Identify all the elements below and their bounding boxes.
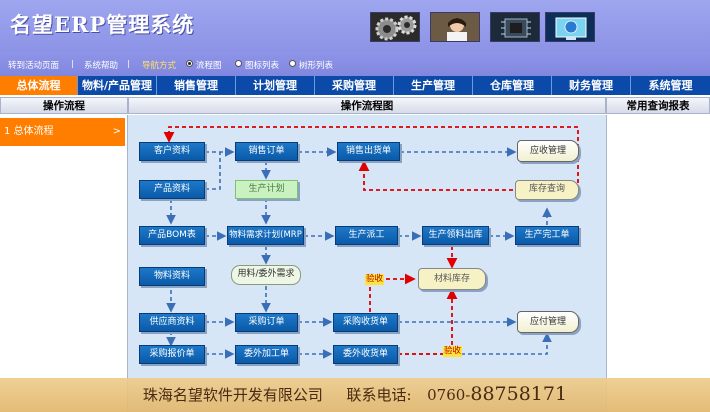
node-product-bom[interactable]: 产品BOM表: [139, 226, 205, 245]
header-banner: 名望ERP管理系统: [0, 0, 710, 52]
node-purchase-quote[interactable]: 采购报价单: [139, 345, 205, 364]
left-panel: 1 总体流程 >: [0, 115, 128, 412]
node-outsource-receipt[interactable]: 委外收货单: [333, 345, 398, 364]
toolbar-separator: |: [71, 59, 74, 68]
node-material-demand[interactable]: 用料/委外需求: [231, 265, 301, 285]
radio-icon-list-label[interactable]: 图标列表: [245, 61, 280, 71]
node-payable[interactable]: 应付管理: [517, 311, 579, 333]
node-outsource-order[interactable]: 委外加工单: [235, 345, 298, 364]
radio-tree-list[interactable]: [289, 60, 296, 67]
tab-production[interactable]: 生产管理: [394, 76, 473, 95]
goto-active-page-link[interactable]: 转到活动页面: [8, 61, 60, 71]
left-panel-header: 操作流程: [0, 97, 128, 114]
node-material-stock[interactable]: 材料库存: [418, 268, 486, 290]
right-panel-header: 常用查询报表: [606, 97, 710, 114]
nav-mode-label: 导航方式: [142, 61, 177, 71]
node-receivable[interactable]: 应收管理: [517, 140, 579, 162]
node-mrp[interactable]: 物料需求计划(MRP: [227, 226, 304, 245]
node-purchase-order[interactable]: 采购订单: [235, 313, 298, 332]
flowchart-area: 客户资料 销售订单 销售出货单 应收管理 产品资料 生产计划 库存查询 产品BO…: [128, 115, 606, 412]
node-production-pick[interactable]: 生产领料出库: [422, 226, 489, 245]
footer-company: 珠海名望软件开发有限公司: [142, 386, 323, 404]
tab-material-product[interactable]: 物料/产品管理: [78, 76, 157, 95]
chevron-right-icon: >: [112, 126, 121, 137]
tab-system[interactable]: 系统管理: [631, 76, 710, 95]
toolbar-separator: |: [127, 59, 130, 68]
toolbar: 转到活动页面 | 系统帮助 | 导航方式 流程图 图标列表 树形列表: [0, 52, 710, 76]
node-production-dispatch[interactable]: 生产派工: [335, 226, 398, 245]
footer-phone: 88758171: [470, 383, 568, 405]
tab-warehouse[interactable]: 仓库管理: [473, 76, 552, 95]
footer-contact: 珠海名望软件开发有限公司 联系电话: 0760-88758171: [0, 383, 710, 405]
globe-screen-image: [545, 12, 595, 42]
radio-icon-list[interactable]: [235, 60, 242, 67]
chip-image: [490, 12, 540, 42]
tab-planning[interactable]: 计划管理: [236, 76, 315, 95]
tab-sales[interactable]: 销售管理: [157, 76, 236, 95]
node-sales-delivery[interactable]: 销售出货单: [337, 142, 400, 161]
radio-flowchart-label[interactable]: 流程图: [196, 61, 222, 71]
tab-purchasing[interactable]: 采购管理: [315, 76, 394, 95]
node-inventory-query[interactable]: 库存查询: [515, 180, 579, 200]
main-nav: 总体流程 物料/产品管理 销售管理 计划管理 采购管理 生产管理 仓库管理 财务…: [0, 76, 710, 95]
right-panel: [606, 115, 710, 412]
node-material-info[interactable]: 物料资料: [139, 267, 205, 286]
app-title: 名望ERP管理系统: [10, 12, 195, 37]
node-purchase-receipt[interactable]: 采购收货单: [333, 313, 398, 332]
tab-finance[interactable]: 财务管理: [552, 76, 631, 95]
center-panel-header: 操作流程图: [128, 97, 606, 114]
radio-tree-list-label[interactable]: 树形列表: [299, 61, 334, 71]
node-customer[interactable]: 客户资料: [139, 142, 205, 161]
inspection-label-bottom: 验收: [443, 346, 463, 357]
operator-image: [430, 12, 480, 42]
footer-phone-prefix: 0760-: [427, 386, 471, 404]
node-sales-order[interactable]: 销售订单: [235, 142, 298, 161]
node-supplier[interactable]: 供应商资料: [139, 313, 205, 332]
footer-contact-label: 联系电话:: [346, 386, 412, 404]
system-help-link[interactable]: 系统帮助: [84, 61, 119, 71]
tab-overall-flow[interactable]: 总体流程: [0, 76, 78, 95]
radio-flowchart[interactable]: [186, 60, 193, 67]
gears-image: [370, 12, 420, 42]
node-product-info[interactable]: 产品资料: [139, 180, 205, 199]
left-item-overall-flow[interactable]: 1 总体流程 >: [0, 118, 125, 146]
inspection-label-top: 验收: [365, 274, 385, 285]
node-production-complete[interactable]: 生产完工单: [515, 226, 579, 245]
footer-banner: 珠海名望软件开发有限公司 联系电话: 0760-88758171: [0, 378, 710, 412]
node-production-plan[interactable]: 生产计划: [235, 180, 298, 199]
left-item-label: 1 总体流程: [4, 126, 54, 137]
